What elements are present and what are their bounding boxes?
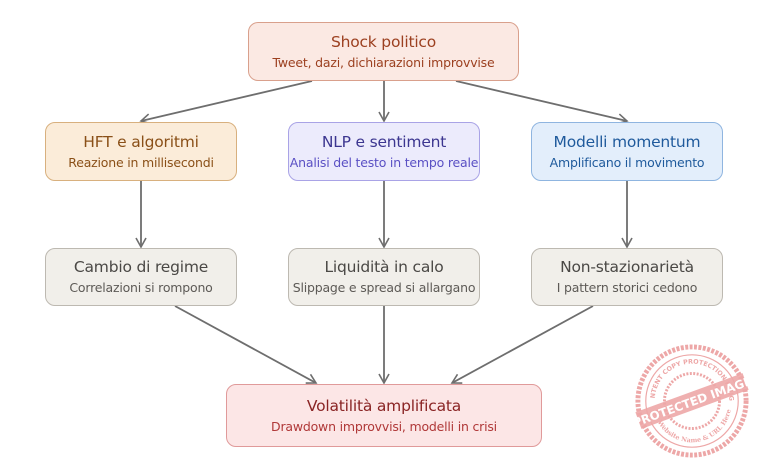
node-cambio-regime: Cambio di regime Correlazioni si rompono [45, 248, 237, 306]
edge-regime-to-volatility [174, 305, 318, 384]
stamp-inner-ring [662, 371, 722, 431]
watermark-stamp: CONTENT COPY PROTECTION PLUGIN My Websit… [633, 342, 751, 458]
node-subtitle: Correlazioni si rompono [69, 280, 213, 295]
edge-nonstationarity-to-volatility [450, 305, 594, 384]
stamp-band [635, 373, 749, 429]
node-title: Shock politico [330, 32, 437, 51]
edge-shock-to-hft [139, 80, 313, 125]
stamp-mid-ring [645, 354, 739, 448]
node-title: Modelli momentum [553, 132, 701, 151]
node-subtitle: Tweet, dazi, dichiarazioni improvvise [272, 54, 495, 70]
node-title: Liquidità in calo [324, 258, 444, 276]
node-nlp-sentiment: NLP e sentiment Analisi del testo in tem… [288, 122, 480, 181]
edge-shock-to-momentum [455, 80, 629, 125]
node-subtitle: Drawdown improvvisi, modelli in crisi [271, 418, 497, 434]
node-non-stazionarieta: Non-stazionarietà I pattern storici cedo… [531, 248, 723, 306]
stamp-outer-ring [635, 344, 749, 458]
node-subtitle: Reazione in millisecondi [68, 154, 214, 170]
node-shock-politico: Shock politico Tweet, dazi, dichiarazion… [248, 22, 519, 81]
node-liquidita-calo: Liquidità in calo Slippage e spread si a… [288, 248, 480, 306]
node-title: HFT e algoritmi [83, 132, 199, 151]
node-volatilita-amplificata: Volatilità amplificata Drawdown improvvi… [226, 384, 542, 447]
node-title: NLP e sentiment [321, 132, 447, 151]
node-hft-algoritmi: HFT e algoritmi Reazione in millisecondi [45, 122, 237, 181]
node-modelli-momentum: Modelli momentum Amplificano il moviment… [531, 122, 723, 181]
node-subtitle: Amplificano il movimento [549, 154, 705, 170]
node-title: Volatilità amplificata [306, 396, 462, 415]
node-title: Non-stazionarietà [560, 258, 694, 276]
node-subtitle: I pattern storici cedono [556, 280, 698, 295]
node-subtitle: Analisi del testo in tempo reale [289, 154, 479, 170]
node-title: Cambio di regime [73, 258, 209, 276]
node-subtitle: Slippage e spread si allargano [292, 280, 476, 295]
